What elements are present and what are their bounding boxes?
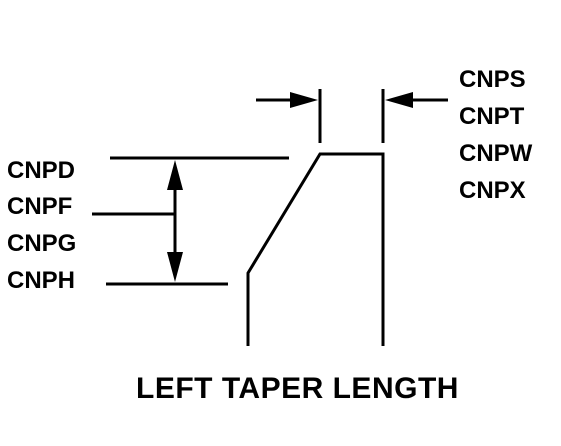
arrow-right-head [385, 92, 413, 108]
label-cnpt: CNPT [459, 103, 525, 130]
label-cnps: CNPS [459, 66, 526, 93]
arrow-left-head [290, 92, 318, 108]
label-cnpw: CNPW [459, 140, 533, 167]
vertical-arrow-up-head [167, 160, 183, 190]
vertical-arrow-down-head [167, 252, 183, 282]
label-cnpf: CNPF [7, 193, 72, 220]
label-cnpg: CNPG [7, 230, 76, 257]
label-cnph: CNPH [7, 267, 75, 294]
label-cnpd: CNPD [7, 157, 75, 184]
label-cnpx: CNPX [459, 177, 526, 204]
diagram-title: LEFT TAPER LENGTH [136, 372, 459, 405]
part-outline [246, 152, 385, 346]
